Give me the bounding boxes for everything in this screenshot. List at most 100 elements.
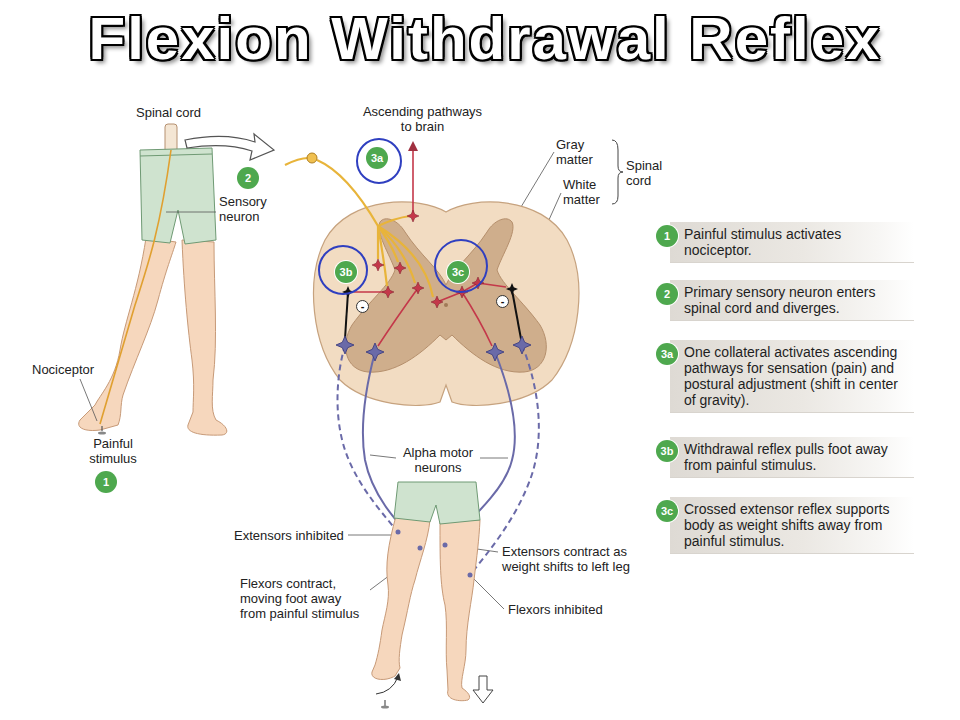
sensory-neuron xyxy=(378,226,387,286)
inhibition-sign: - xyxy=(356,300,369,313)
part-label: Flexors contract, moving foot away from … xyxy=(240,576,368,621)
inhibitory-path xyxy=(512,290,521,339)
part-label: Extensors contract as weight shifts to l… xyxy=(502,544,647,574)
bracket xyxy=(612,140,623,204)
part-label: Ascending pathways to brain xyxy=(360,104,485,134)
spinal-cord-section xyxy=(444,303,448,307)
motor-neuron xyxy=(486,343,504,361)
leg-figure xyxy=(372,482,493,709)
step-text: Painful stimulus activates nociceptor. xyxy=(670,222,914,263)
axon-terminal xyxy=(468,573,473,578)
part-label: Gray matter xyxy=(556,137,604,167)
part-label: Alpha motor neurons xyxy=(398,445,478,475)
leg-figure xyxy=(440,520,480,701)
sensory-neuron xyxy=(317,160,378,226)
part-label: Extensors inhibited xyxy=(234,528,344,543)
step-box: 3bWithdrawal reflex pulls foot away from… xyxy=(656,437,928,478)
step-box: 3aOne collateral activates ascending pat… xyxy=(656,340,928,413)
motor-axon xyxy=(338,345,539,575)
leg-figure xyxy=(394,673,401,681)
highlight-ring xyxy=(319,246,367,294)
axon-terminal xyxy=(396,530,473,578)
motor-axon xyxy=(470,345,539,575)
interneuron-path xyxy=(437,292,462,302)
leg-figure xyxy=(372,516,430,679)
step-text: Crossed extensor reflex supports body as… xyxy=(670,497,914,554)
interneuron xyxy=(407,210,419,222)
axon-terminal xyxy=(418,546,423,551)
step-number: 1 xyxy=(656,225,678,247)
sensory-neuron xyxy=(378,226,415,283)
highlight-ring xyxy=(319,139,487,294)
highlight-ring xyxy=(357,139,401,183)
sensory-neuron xyxy=(378,216,410,226)
inhibitory-interneuron xyxy=(506,283,518,295)
part-label: Painful stimulus xyxy=(84,436,142,466)
highlight-ring xyxy=(435,240,487,292)
interneuron xyxy=(431,296,443,308)
leg-figure xyxy=(394,482,480,524)
motor-neuron xyxy=(336,336,354,354)
spinal-cord-section xyxy=(314,202,579,406)
step-number: 3c xyxy=(656,500,678,522)
step-text: Primary sensory neuron enters spinal cor… xyxy=(670,280,914,321)
inhibition-sign: - xyxy=(496,295,509,308)
step-box: 1Painful stimulus activates nociceptor. xyxy=(656,222,928,263)
motor-neuron xyxy=(336,336,531,361)
leg-figure xyxy=(140,148,216,244)
motor-axon xyxy=(338,345,399,532)
leg-figure xyxy=(185,134,274,160)
part-label: Sensory neuron xyxy=(219,194,275,224)
callout-number: 3c xyxy=(447,261,469,283)
leg-figure xyxy=(381,706,389,709)
axon-terminal xyxy=(443,543,448,548)
motor-neuron xyxy=(513,336,531,354)
ascending-arrowhead xyxy=(408,141,418,151)
interneuron xyxy=(372,210,484,308)
part-label: Nociceptor xyxy=(32,362,94,377)
callout-number: 3b xyxy=(335,261,357,283)
leader-line xyxy=(80,379,97,421)
part-label: Spinal cord xyxy=(626,158,672,188)
leg-figure xyxy=(384,700,385,706)
inhibitory-interneuron xyxy=(342,283,518,298)
diagram-title: Flexion Withdrawal Reflex xyxy=(0,4,960,74)
part-label: White matter xyxy=(563,177,611,207)
leg-figure xyxy=(140,154,212,156)
callout-number: 3a xyxy=(366,147,388,169)
step-text: Withdrawal reflex pulls foot away from p… xyxy=(670,437,914,478)
sensory-neuron xyxy=(285,158,308,165)
inhibitory-path xyxy=(345,292,348,339)
ganglion xyxy=(307,153,317,163)
step-text: One collateral activates ascending pathw… xyxy=(670,340,914,413)
leader-line xyxy=(370,455,396,458)
leader-line xyxy=(480,458,508,459)
part-label: Spinal cord xyxy=(136,105,201,120)
step-number: 2 xyxy=(656,283,678,305)
leader-line xyxy=(548,193,561,222)
interneuron xyxy=(394,262,406,274)
leg-figure xyxy=(100,150,171,424)
leg-figure xyxy=(79,124,274,435)
inhibitory-path xyxy=(345,290,521,339)
leg-figure xyxy=(473,676,493,703)
leg-figure xyxy=(79,238,176,431)
callout-number: 1 xyxy=(95,471,117,493)
leg-figure xyxy=(182,240,227,435)
interneuron xyxy=(382,286,394,298)
spinal-cord-section xyxy=(346,219,547,372)
leg-figure xyxy=(101,426,102,431)
interneuron xyxy=(372,259,384,271)
motor-neuron xyxy=(366,343,384,361)
step-number: 3b xyxy=(656,440,678,462)
axon-terminal xyxy=(396,530,401,535)
step-box: 2Primary sensory neuron enters spinal co… xyxy=(656,280,928,321)
leader-line xyxy=(166,212,216,213)
interneuron xyxy=(472,277,484,289)
leg-figure xyxy=(376,677,398,694)
step-number: 3a xyxy=(656,343,678,365)
sensory-neuron xyxy=(378,226,433,297)
leg-figure xyxy=(165,124,177,152)
interneuron-path xyxy=(412,150,414,216)
